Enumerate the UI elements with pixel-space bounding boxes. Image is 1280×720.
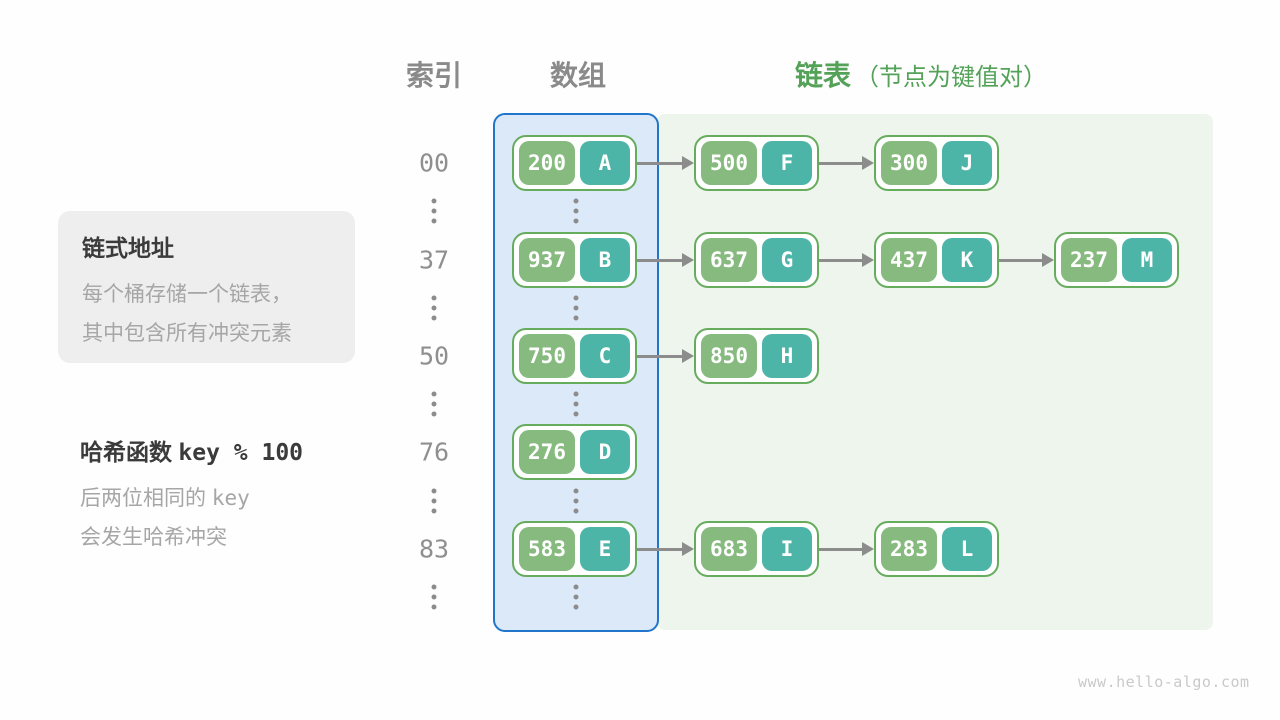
hash-note-line2: 会发生哈希冲突	[80, 526, 227, 549]
hash-function-title-text: 哈希函数	[80, 439, 172, 465]
array-ellipsis-dots	[573, 295, 579, 321]
index-label: 37	[418, 245, 450, 275]
bucket-node-key-cell: 276	[519, 430, 575, 474]
array-ellipsis-dots	[573, 584, 579, 610]
header-list: 链表（节点为键值对）	[795, 54, 1047, 94]
header-index: 索引	[405, 60, 463, 91]
list-node-value-cell: F	[762, 141, 812, 185]
bucket-node-key-cell: 937	[519, 238, 575, 282]
list-node-value-cell: M	[1122, 238, 1172, 282]
chaining-note-box: 链式地址 每个桶存储一个链表， 其中包含所有冲突元素	[58, 211, 355, 363]
arrow-icon	[637, 258, 683, 262]
list-node-value-cell: G	[762, 238, 812, 282]
watermark: www.hello-algo.com	[1078, 673, 1250, 691]
index-label: 00	[418, 148, 450, 178]
header-list-title: 链表	[795, 60, 852, 91]
index-label: 76	[418, 437, 450, 467]
list-node-value-cell: J	[942, 141, 992, 185]
index-label: 50	[418, 341, 450, 371]
array-ellipsis-dots	[573, 198, 579, 224]
arrow-icon	[637, 354, 683, 358]
list-node-value-cell: L	[942, 527, 992, 571]
list-node-key-cell: 637	[701, 238, 757, 282]
list-node-key-cell: 437	[881, 238, 937, 282]
header-list-note: （节点为键值对）	[855, 64, 1048, 91]
bucket-node-value-cell: C	[580, 334, 630, 378]
list-node-key-cell: 850	[701, 334, 757, 378]
header-array: 数组	[549, 60, 607, 91]
list-node-key-cell: 300	[881, 141, 937, 185]
hash-function-title: 哈希函数 key % 100	[80, 433, 303, 467]
arrow-icon	[819, 258, 863, 262]
bucket-node-value-cell: D	[580, 430, 630, 474]
list-node-value-cell: I	[762, 527, 812, 571]
chaining-note-line2: 其中包含所有冲突元素	[82, 322, 292, 345]
arrow-icon	[819, 547, 863, 551]
bucket-node-key-cell: 583	[519, 527, 575, 571]
list-node-value-cell: H	[762, 334, 812, 378]
array-ellipsis-dots	[573, 391, 579, 417]
index-ellipsis-dots	[431, 391, 437, 417]
index-ellipsis-dots	[431, 295, 437, 321]
index-label: 83	[418, 534, 450, 564]
hash-function-code: key % 100	[178, 440, 304, 466]
list-node-key-cell: 500	[701, 141, 757, 185]
index-ellipsis-dots	[431, 488, 437, 514]
index-ellipsis-dots	[431, 584, 437, 610]
hash-note-line1: 后两位相同的 key	[80, 479, 303, 518]
hash-function-note: 哈希函数 key % 100 后两位相同的 key 会发生哈希冲突	[80, 433, 303, 557]
arrow-icon	[637, 161, 683, 165]
array-ellipsis-dots	[573, 488, 579, 514]
arrow-icon	[637, 547, 683, 551]
bucket-node-key-cell: 200	[519, 141, 575, 185]
list-node-key-cell: 283	[881, 527, 937, 571]
arrow-icon	[999, 258, 1043, 262]
bucket-node-value-cell: A	[580, 141, 630, 185]
arrow-icon	[819, 161, 863, 165]
list-node-key-cell: 683	[701, 527, 757, 571]
bucket-node-key-cell: 750	[519, 334, 575, 378]
hash-note-line1-text: 后两位相同的	[80, 487, 206, 510]
bucket-node-value-cell: E	[580, 527, 630, 571]
hash-note-line1-code: key	[211, 486, 250, 510]
chaining-note-line1: 每个桶存储一个链表，	[82, 283, 292, 306]
list-node-key-cell: 237	[1061, 238, 1117, 282]
bucket-node-value-cell: B	[580, 238, 630, 282]
chaining-note-title: 链式地址	[82, 235, 174, 261]
index-ellipsis-dots	[431, 198, 437, 224]
list-node-value-cell: K	[942, 238, 992, 282]
